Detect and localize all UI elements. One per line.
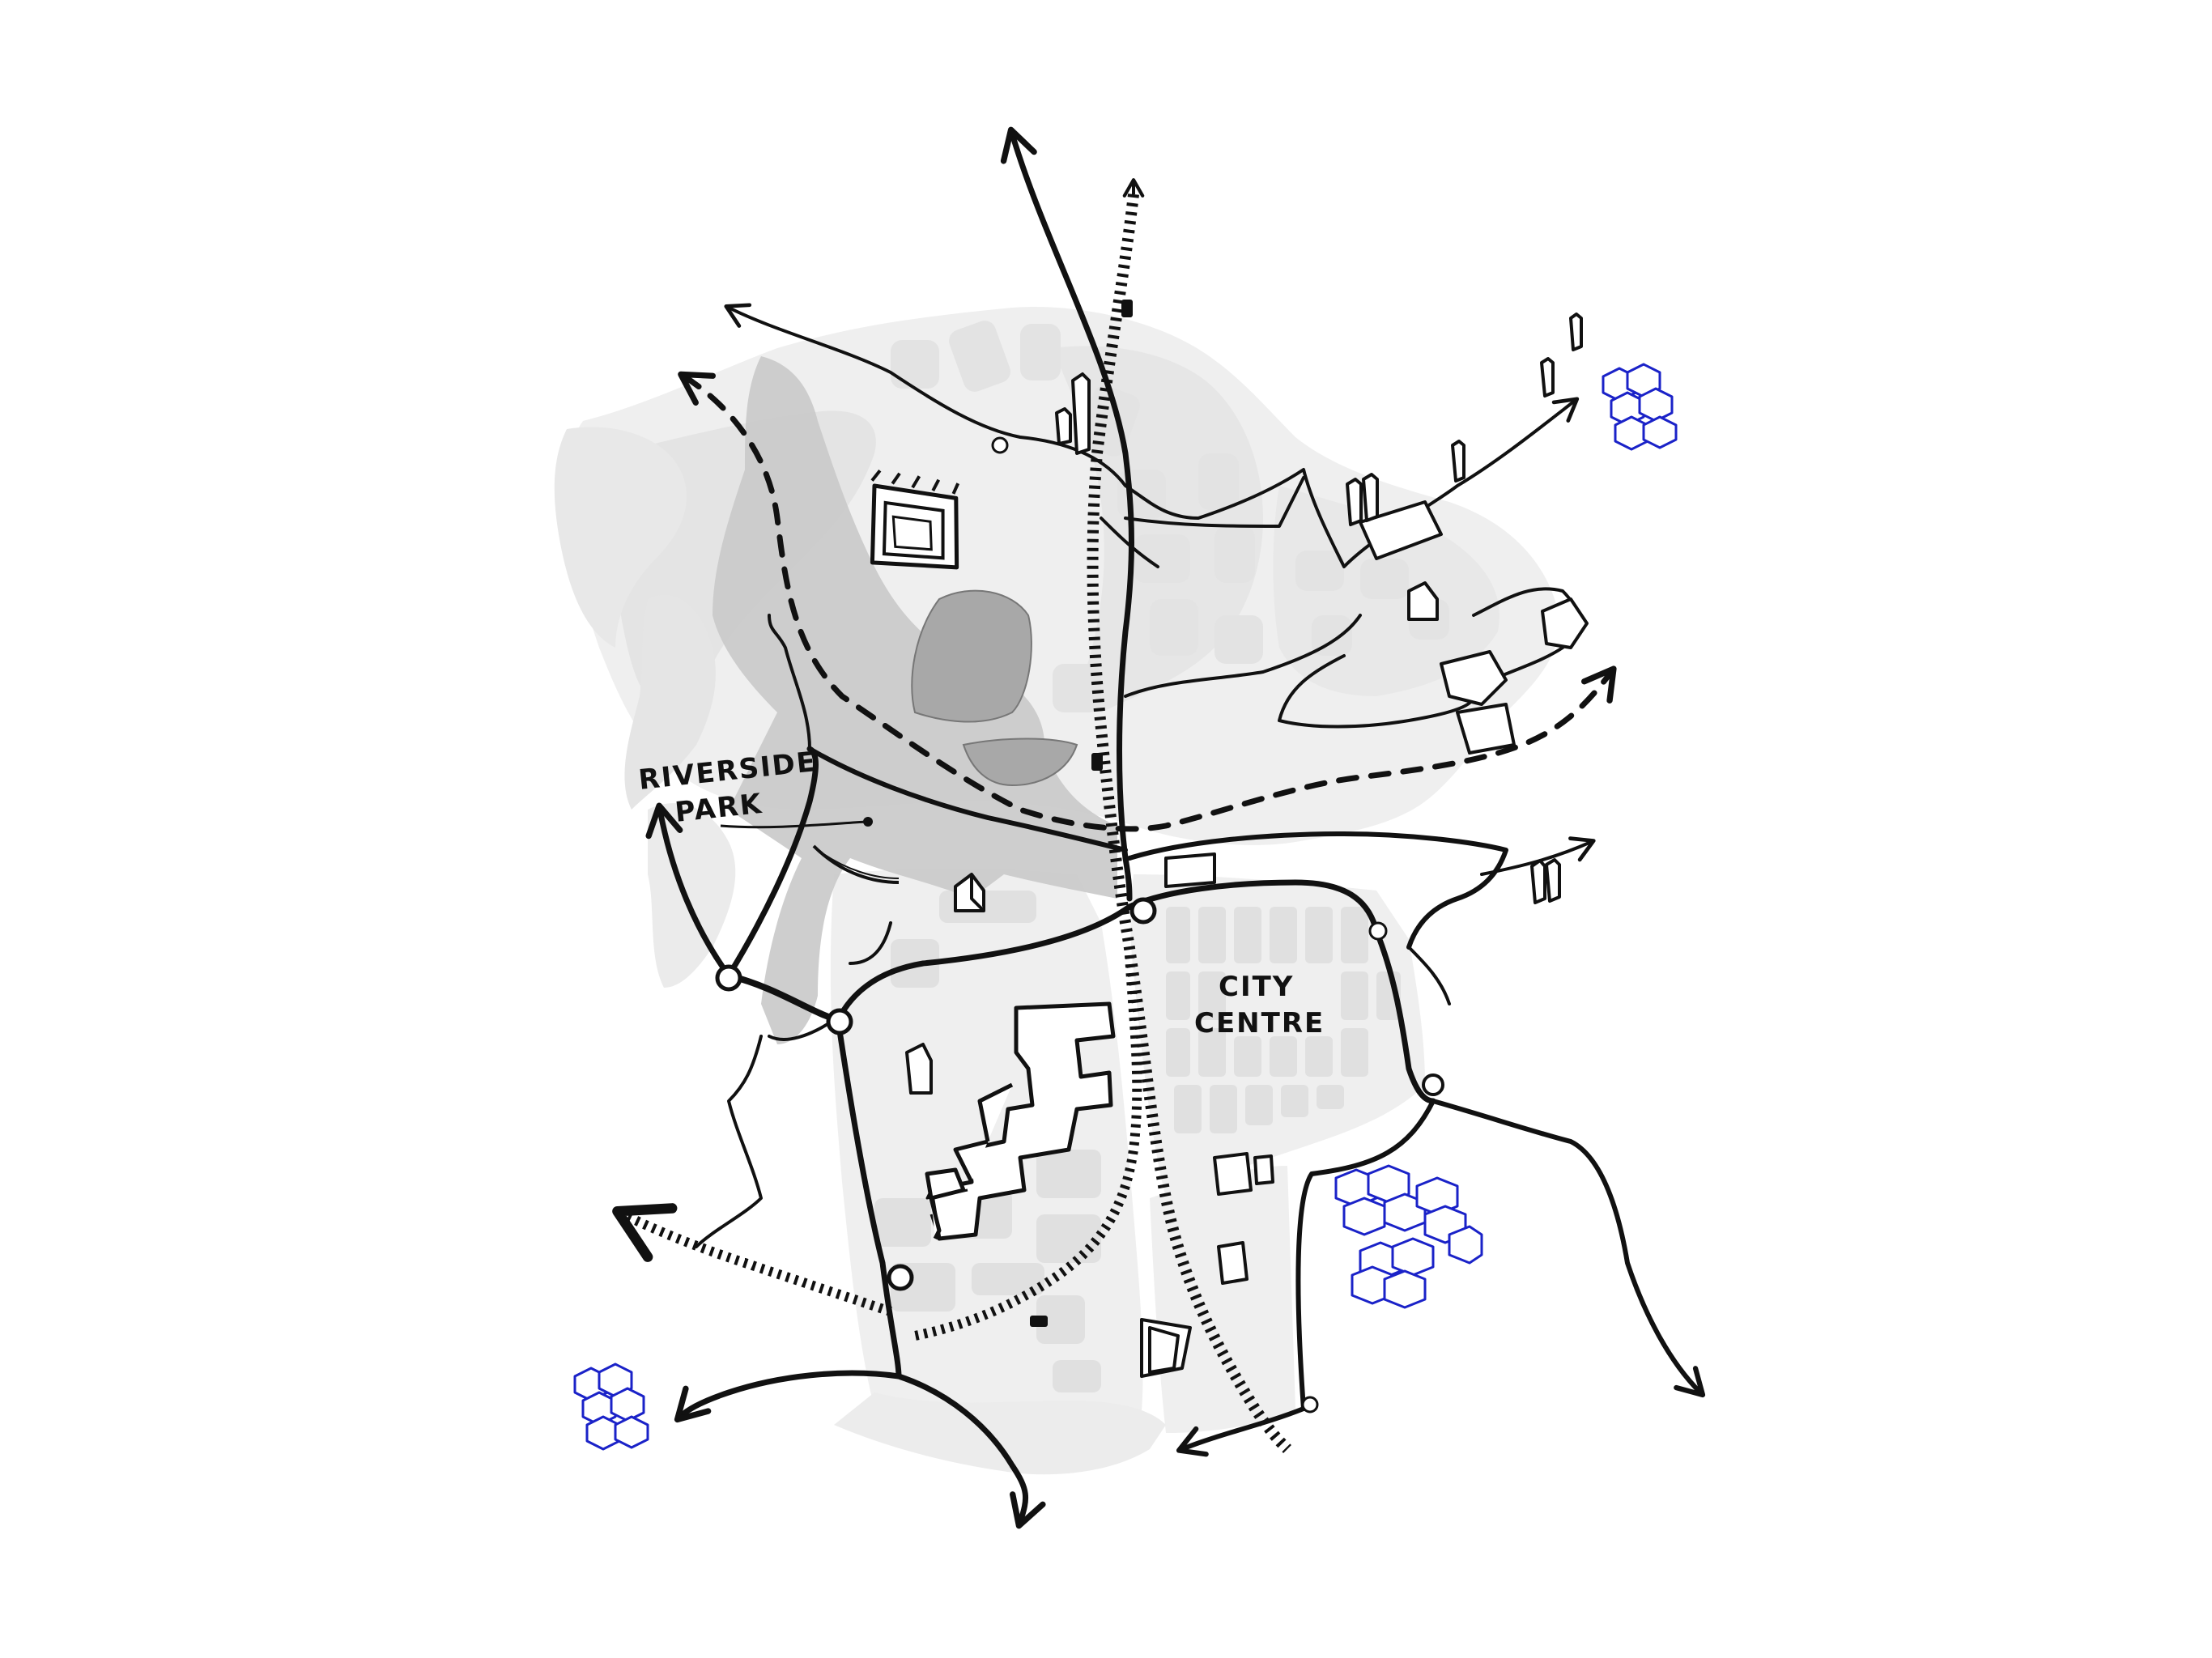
tower-icon <box>1540 357 1555 397</box>
roundabout-node-icon <box>715 964 742 992</box>
tower-icon <box>1530 859 1546 904</box>
roundabout-node-icon <box>1301 1396 1319 1414</box>
tower-icon <box>1346 478 1363 526</box>
tower-icons <box>1055 312 1583 904</box>
tower-icon <box>1071 372 1091 455</box>
river-walkway-dashed <box>678 371 1617 832</box>
housing-cluster-icon <box>1602 363 1678 451</box>
station-icon-south <box>1030 1316 1048 1327</box>
campus-building-2 <box>925 1167 966 1240</box>
housing-cluster-icons <box>573 363 1678 1451</box>
label-city-centre-line2: CENTRE <box>1194 1007 1325 1039</box>
label-leader-dot <box>863 817 873 827</box>
tower-icon <box>1545 858 1561 903</box>
housing-cluster-icon <box>1334 1164 1483 1309</box>
roundabout-node-icon <box>1422 1073 1444 1096</box>
tower-icon <box>1569 312 1583 351</box>
railway-line <box>612 178 1291 1453</box>
roundabout-nodes <box>715 436 1444 1414</box>
stadium-icon <box>870 469 960 570</box>
building-icons <box>905 500 1589 1378</box>
label-city-centre-line1: CITY <box>1219 971 1294 1003</box>
bridge-icon <box>812 844 900 884</box>
housing-cluster-icon <box>573 1363 649 1451</box>
roundabout-node-icon <box>991 436 1009 454</box>
label-leader-line <box>720 820 867 829</box>
station-icon-north <box>1121 300 1133 317</box>
roundabout-node-icon <box>887 1264 914 1291</box>
station-icon-river <box>1091 753 1103 771</box>
roundabout-node-icon <box>826 1008 853 1035</box>
tower-icon <box>1055 407 1072 445</box>
tower-icon <box>1451 440 1465 483</box>
tower-icon <box>1362 473 1379 522</box>
roundabout-node-icon <box>1368 921 1388 941</box>
roundabout-node-icon <box>1129 897 1157 925</box>
